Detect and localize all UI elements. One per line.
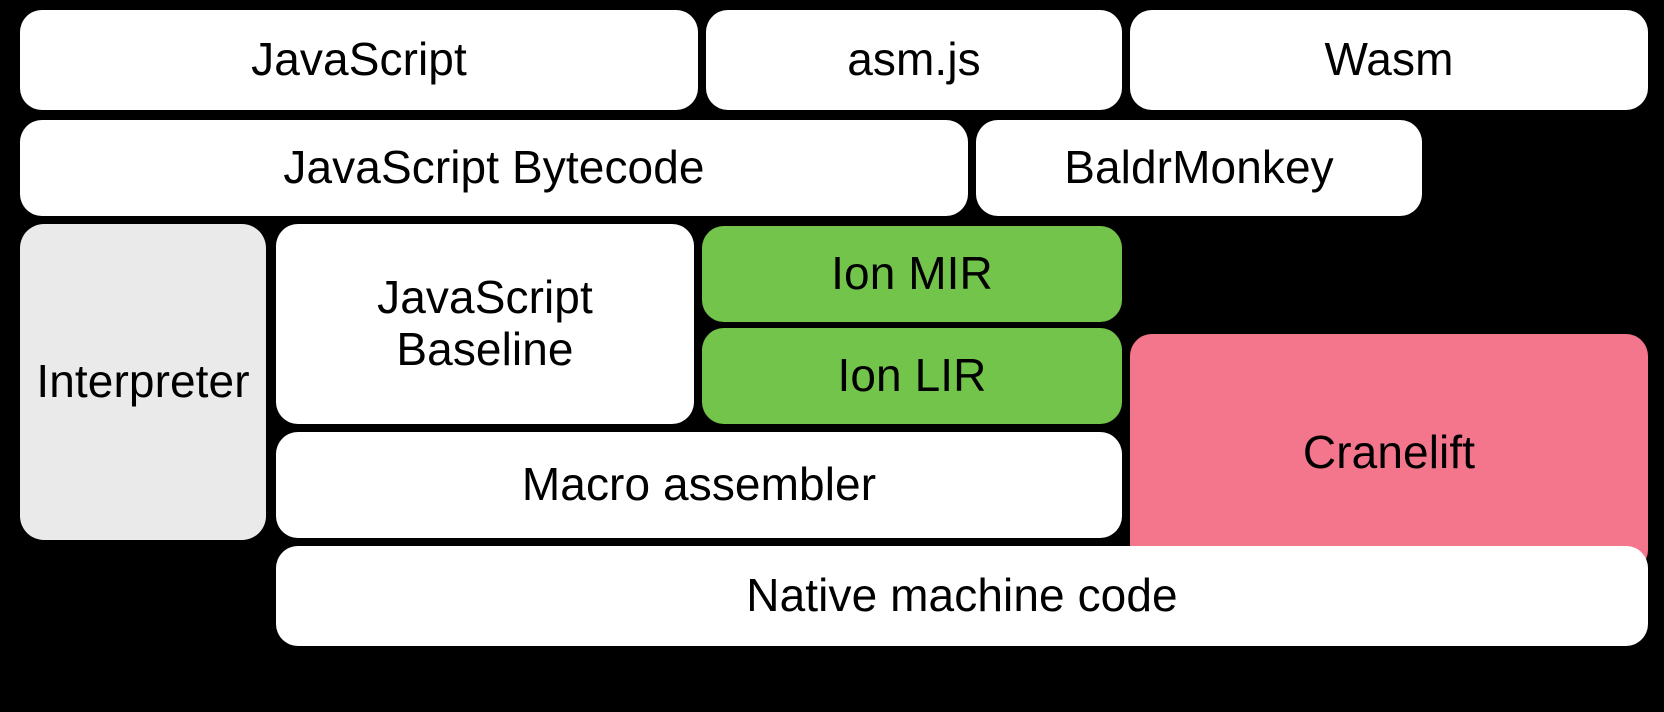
node-ion-lir-label: Ion LIR [837, 349, 987, 402]
node-asm-js[interactable]: asm.js [706, 10, 1122, 110]
node-baldrmonkey[interactable]: BaldrMonkey [976, 120, 1422, 216]
node-interpreter-label: Interpreter [36, 355, 250, 408]
node-javascript[interactable]: JavaScript [20, 10, 698, 110]
node-native-machine-code-label: Native machine code [746, 569, 1178, 622]
node-interpreter[interactable]: Interpreter [20, 224, 266, 540]
node-javascript-bytecode[interactable]: JavaScript Bytecode [20, 120, 968, 216]
node-baldrmonkey-label: BaldrMonkey [1064, 141, 1334, 194]
node-asm-js-label: asm.js [847, 33, 981, 86]
node-macro-assembler-label: Macro assembler [521, 458, 877, 511]
node-javascript-bytecode-label: JavaScript Bytecode [283, 141, 705, 194]
node-wasm[interactable]: Wasm [1130, 10, 1648, 110]
node-ion-mir-label: Ion MIR [831, 247, 993, 300]
node-ion-lir[interactable]: Ion LIR [702, 328, 1122, 424]
node-javascript-label: JavaScript [251, 33, 467, 86]
node-cranelift-label: Cranelift [1302, 426, 1476, 479]
node-native-machine-code[interactable]: Native machine code [276, 546, 1648, 646]
node-javascript-baseline[interactable]: JavaScript Baseline [276, 224, 694, 424]
node-macro-assembler[interactable]: Macro assembler [276, 432, 1122, 538]
node-javascript-baseline-label: JavaScript Baseline [377, 271, 593, 375]
node-wasm-label: Wasm [1324, 33, 1454, 86]
node-cranelift[interactable]: Cranelift [1130, 334, 1648, 572]
node-ion-mir[interactable]: Ion MIR [702, 226, 1122, 322]
